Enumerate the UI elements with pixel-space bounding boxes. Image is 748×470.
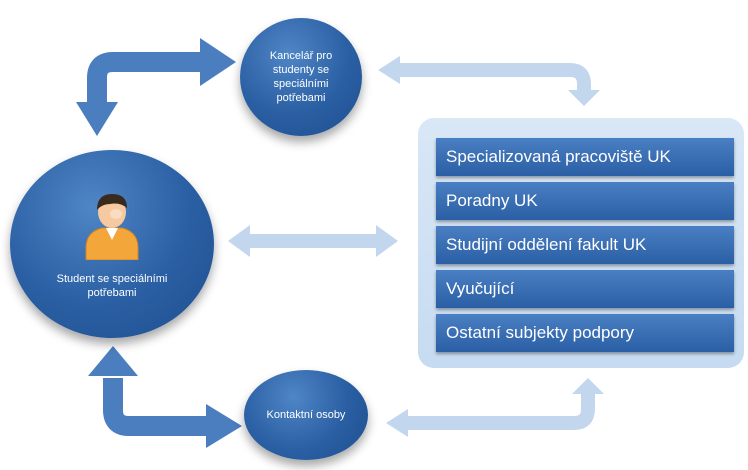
arrow-student-to-kancelar — [87, 52, 205, 105]
arrowhead-to-kancelar — [200, 38, 236, 86]
panel-item-vyucujici: Vyučující — [436, 270, 734, 308]
node-kancelar-label: Kancelář pro studenty se speciálními pot… — [269, 50, 333, 104]
panel-item-studijni: Studijní oddělení fakult UK — [436, 226, 734, 264]
panel-item-specializovana: Specializovaná pracoviště UK — [436, 138, 734, 176]
arrow-kancelar-panel — [398, 63, 591, 92]
arrowhead-to-student-bottom — [88, 346, 138, 376]
support-panel: Specializovaná pracoviště UK Poradny UK … — [418, 118, 744, 368]
student-person-icon — [85, 194, 139, 260]
arrowhead-kancelar-left — [378, 56, 400, 84]
node-kontakt-label: Kontaktní osoby — [266, 409, 346, 421]
arrowhead-panel-side — [376, 225, 398, 257]
node-kancelar: Kancelář pro studenty se speciálními pot… — [240, 18, 362, 136]
panel-item-poradny: Poradny UK — [436, 182, 734, 220]
panel-item-ostatni: Ostatní subjekty podpory — [436, 314, 734, 352]
arrow-student-to-kontakt — [103, 378, 210, 436]
arrowhead-student-side — [228, 225, 250, 257]
node-kontaktni-osoby: Kontaktní osoby — [244, 370, 368, 460]
arrowhead-panel-bottom — [572, 378, 604, 394]
arrowhead-panel-top — [568, 90, 600, 106]
node-student: Student se speciálními potřebami — [10, 150, 214, 338]
arrow-kontakt-panel — [406, 392, 595, 430]
node-student-label: Student se speciálními potřebami — [56, 273, 168, 299]
arrowhead-to-kontakt — [206, 404, 242, 448]
arrowhead-kontakt-left — [386, 409, 408, 437]
arrowhead-to-student-top — [76, 102, 118, 136]
